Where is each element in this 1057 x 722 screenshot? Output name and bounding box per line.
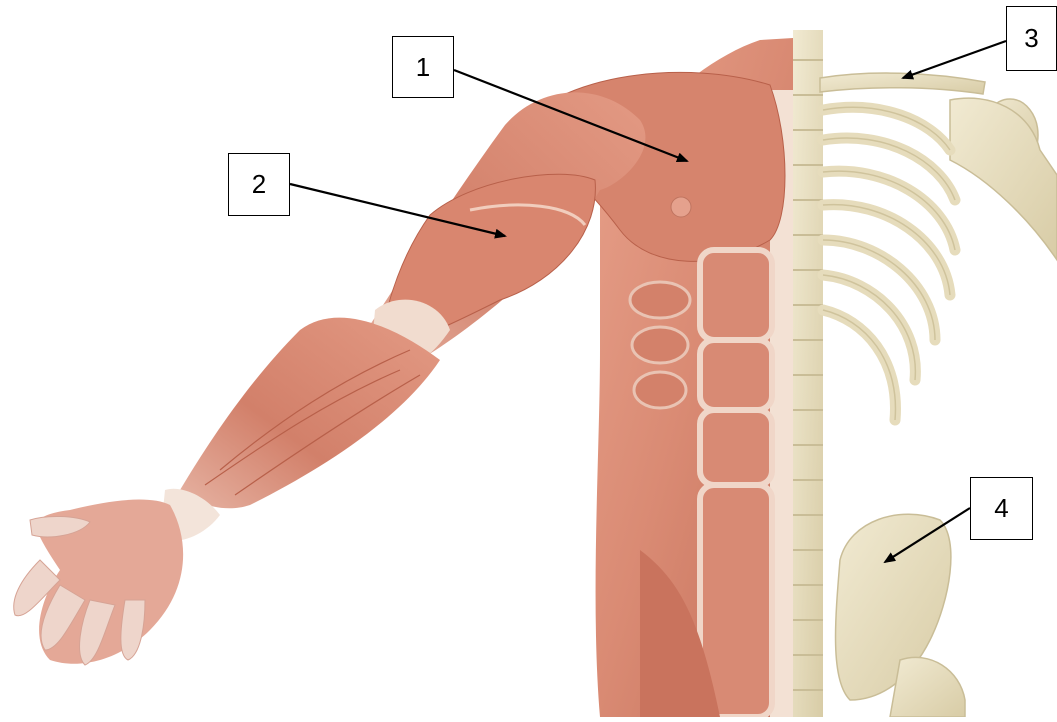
label-box-3: 3 <box>1006 6 1057 71</box>
label-1-text: 1 <box>416 52 430 83</box>
label-2-text: 2 <box>252 169 266 200</box>
label-box-2: 2 <box>228 153 290 216</box>
arrow-3 <box>903 41 1006 78</box>
nipple <box>671 197 691 217</box>
rectus-abdominis <box>700 250 772 717</box>
femur-head <box>890 657 965 717</box>
label-box-1: 1 <box>392 36 454 98</box>
label-box-4: 4 <box>970 477 1033 540</box>
clavicle <box>820 73 985 94</box>
label-4-text: 4 <box>994 493 1008 524</box>
scapula <box>950 98 1057 260</box>
label-3-text: 3 <box>1024 23 1038 54</box>
ribcage <box>823 107 955 420</box>
serratus <box>630 282 690 408</box>
skeleton <box>793 30 1057 717</box>
forearm <box>180 318 440 509</box>
spine <box>793 30 823 717</box>
arm-muscles <box>14 92 646 665</box>
